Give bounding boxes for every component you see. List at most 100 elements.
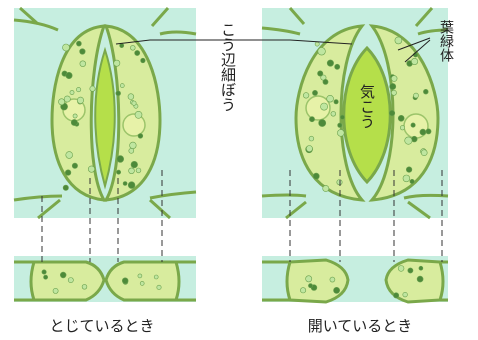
chloroplast-dot xyxy=(120,83,125,88)
open-cross-section xyxy=(262,256,448,304)
closed-nucleus-right xyxy=(122,113,146,137)
closed-cs-left-cell xyxy=(29,260,106,302)
open-guard-cell-right xyxy=(368,24,440,202)
chloroplast-dot xyxy=(322,185,330,192)
chloroplast-dot xyxy=(402,292,408,298)
chloroplast-dot xyxy=(318,119,327,127)
correspondence-dashed-lines xyxy=(41,170,443,262)
chloroplast-dot xyxy=(72,113,78,119)
chloroplast-dot xyxy=(127,93,135,100)
closed-stoma-top-view xyxy=(13,6,197,220)
chloroplast-dot xyxy=(43,274,48,280)
chloroplast-dot xyxy=(394,36,403,45)
chloroplast-dot xyxy=(139,281,145,286)
chloroplast-dot xyxy=(312,172,320,180)
leader-lines xyxy=(115,37,431,63)
chloroplast-dot xyxy=(76,40,82,47)
chloroplast-dot xyxy=(81,284,88,290)
open-caption: 開いているとき xyxy=(308,317,413,335)
chloroplast-dot xyxy=(425,128,432,135)
chloroplast-dot xyxy=(137,273,143,279)
chloroplast-dot xyxy=(317,70,324,77)
chloroplast-dot xyxy=(399,125,405,131)
open-nucleus-left xyxy=(305,95,331,121)
chloroplast-dot xyxy=(418,265,424,271)
chloroplast-dot xyxy=(326,59,334,67)
chloroplast-dot xyxy=(411,57,419,65)
chloroplast-dot xyxy=(416,275,424,283)
chloroplast-dot xyxy=(308,135,315,142)
closed-caption: とじているとき xyxy=(49,317,154,335)
chloroplast-dot xyxy=(322,79,329,85)
closed-cs-walls xyxy=(14,260,196,302)
chloroplast-dot xyxy=(309,116,315,123)
chloroplast-dot xyxy=(64,169,72,176)
chloroplast-dot xyxy=(391,75,398,82)
chloroplast-dot xyxy=(128,148,135,154)
guard-cell-label: こう辺細ぼう xyxy=(219,22,237,112)
chloroplast-dot xyxy=(397,265,405,272)
chloroplast-dot xyxy=(52,287,59,294)
chloroplast-dot xyxy=(65,72,73,80)
closed-cs-right-cell xyxy=(104,260,181,302)
chloroplast-dot xyxy=(115,90,121,97)
chloroplast-dot xyxy=(71,162,78,169)
chloroplast-dot xyxy=(79,48,86,55)
chloroplast-dot xyxy=(312,90,318,96)
chloroplast-dot xyxy=(77,96,85,104)
chloroplast-dot xyxy=(131,100,137,106)
closed-cross-section xyxy=(14,256,196,302)
chloroplast-dot xyxy=(134,50,141,56)
chloroplast-dot xyxy=(116,169,121,175)
chloroplast-dot xyxy=(329,276,336,283)
chloroplast-dot xyxy=(156,284,162,290)
closed-cs-chloroplasts xyxy=(41,269,162,294)
chloroplast-dot xyxy=(41,269,47,275)
chloroplast-dot xyxy=(334,63,341,70)
chloroplast-dot xyxy=(300,287,307,294)
chloroplast-dot xyxy=(153,274,159,280)
chloroplast-dot xyxy=(130,45,136,51)
chloroplast-dot xyxy=(333,99,339,105)
chloroplast-dot xyxy=(388,109,396,117)
chloroplast-dot xyxy=(410,122,416,128)
chloroplast-dot xyxy=(137,133,144,139)
chloroplast-dot xyxy=(413,92,419,99)
chloroplast-dot xyxy=(308,283,313,289)
chloroplast-dot xyxy=(134,111,143,119)
closed-chloroplasts xyxy=(58,40,146,191)
chloroplast-dot xyxy=(127,181,136,189)
chloroplast-dot xyxy=(314,41,320,47)
chloroplast-dot xyxy=(79,60,87,67)
chloroplast-dot xyxy=(407,267,414,274)
chloroplast-dot xyxy=(129,141,137,149)
chloroplast-dot xyxy=(419,128,427,136)
chloroplast-dot xyxy=(62,43,70,52)
chloroplast-dot xyxy=(113,59,121,67)
chloroplast-dot xyxy=(390,89,397,96)
chloroplast-dot xyxy=(404,136,413,145)
chloroplast-dot xyxy=(69,90,75,95)
chloroplast-dot xyxy=(88,165,96,173)
stoma-label: 気こう xyxy=(358,84,376,129)
open-cs-left-cell xyxy=(285,258,350,304)
closed-epidermal-walls xyxy=(13,6,197,220)
chloroplast-dot xyxy=(58,98,65,106)
chloroplast-dot xyxy=(67,277,74,283)
open-cs-walls xyxy=(262,260,448,302)
chloroplast-dot xyxy=(339,114,345,120)
chloroplast-dot xyxy=(76,87,82,93)
chloroplast-dot xyxy=(59,271,67,279)
chloroplast-dot xyxy=(128,167,135,175)
chloroplast-dot xyxy=(65,151,73,159)
chloroplast-dot xyxy=(119,43,125,48)
chloroplast-dot xyxy=(130,161,138,169)
chloroplast-dot xyxy=(337,122,343,128)
chloroplast-dot xyxy=(305,145,313,152)
open-stoma-pore xyxy=(342,45,392,185)
open-cs-chloroplasts xyxy=(300,265,424,299)
chloroplast-dot xyxy=(317,47,326,56)
chloroplast-label: 葉緑体 xyxy=(438,20,454,62)
chloroplast-dot xyxy=(135,167,142,174)
